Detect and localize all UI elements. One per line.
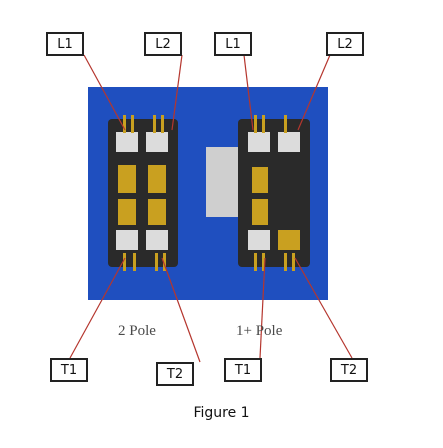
leader-line bbox=[161, 257, 201, 363]
leader-line bbox=[297, 54, 331, 131]
leader-line bbox=[83, 54, 126, 131]
one-plus-pole-contactor-body bbox=[206, 115, 310, 271]
leader-line bbox=[259, 257, 266, 359]
leader-line bbox=[243, 54, 254, 131]
terminal-label-t2: T2 bbox=[330, 358, 368, 382]
pole-label-two-pole: 2 Pole bbox=[118, 323, 156, 339]
terminal-label-l1: L1 bbox=[46, 32, 84, 56]
terminal-label-t1: T1 bbox=[50, 358, 88, 382]
terminal-label-t2: T2 bbox=[156, 362, 194, 386]
terminal-label-l2: L2 bbox=[144, 32, 182, 56]
leader-line bbox=[171, 54, 183, 131]
leader-line bbox=[294, 257, 353, 359]
terminal-label-t1: T1 bbox=[224, 358, 262, 382]
terminal-label-l2: L2 bbox=[326, 32, 364, 56]
terminal-label-l1: L1 bbox=[214, 32, 252, 56]
pole-label-one-plus-pole: 1+ Pole bbox=[236, 323, 283, 339]
two-pole-contactor-body bbox=[108, 115, 178, 271]
contactor-photo bbox=[88, 87, 328, 300]
contactor-photo-illustration bbox=[108, 115, 310, 271]
figure-caption: Figure 1 bbox=[193, 405, 250, 421]
leader-line bbox=[69, 257, 126, 359]
